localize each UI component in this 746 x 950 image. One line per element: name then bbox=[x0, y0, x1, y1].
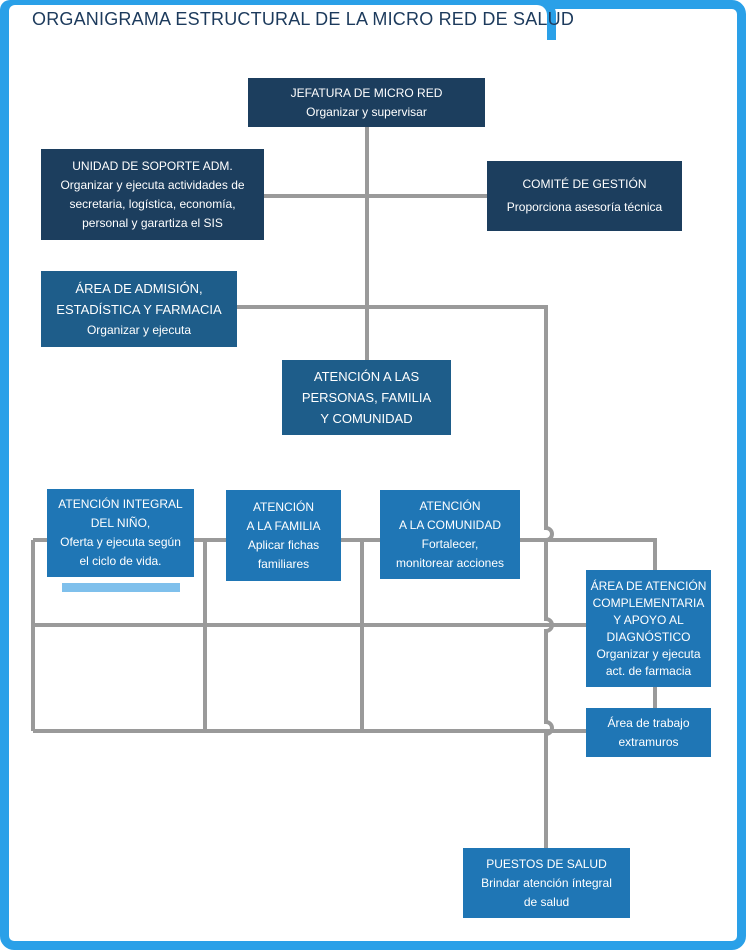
box-admision: ÁREA DE ADMISIÓN, ESTADÍSTICA Y FARMACIA… bbox=[41, 271, 237, 347]
box-soporte: UNIDAD DE SOPORTE ADM. Organizar y ejecu… bbox=[41, 149, 264, 240]
diagram-title: ORGANIGRAMA ESTRUCTURAL DE LA MICRO RED … bbox=[32, 9, 575, 29]
box-shadow bbox=[62, 583, 180, 592]
box-puestos: PUESTOS DE SALUD Brindar atención íntegr… bbox=[463, 848, 630, 918]
box-complementaria: ÁREA DE ATENCIÓN COMPLEMENTARIA Y APOYO … bbox=[586, 570, 711, 687]
box-comunidad: ATENCIÓN A LA COMUNIDAD Fortalecer, moni… bbox=[380, 490, 520, 579]
title-tab bbox=[0, 0, 556, 40]
box-jefatura: JEFATURA DE MICRO RED Organizar y superv… bbox=[248, 78, 485, 127]
box-extramuros: Área de trabajo extramuros bbox=[586, 708, 711, 757]
box-nino: ATENCIÓN INTEGRAL DEL NIÑO, Oferta y eje… bbox=[47, 489, 194, 577]
box-atencion-personas: ATENCIÓN A LAS PERSONAS, FAMILIA Y COMUN… bbox=[282, 360, 451, 435]
box-familia: ATENCIÓN A LA FAMILIA Aplicar fichas fam… bbox=[226, 490, 341, 581]
box-comite: COMITÉ DE GESTIÓN Proporciona asesoría t… bbox=[487, 161, 682, 231]
